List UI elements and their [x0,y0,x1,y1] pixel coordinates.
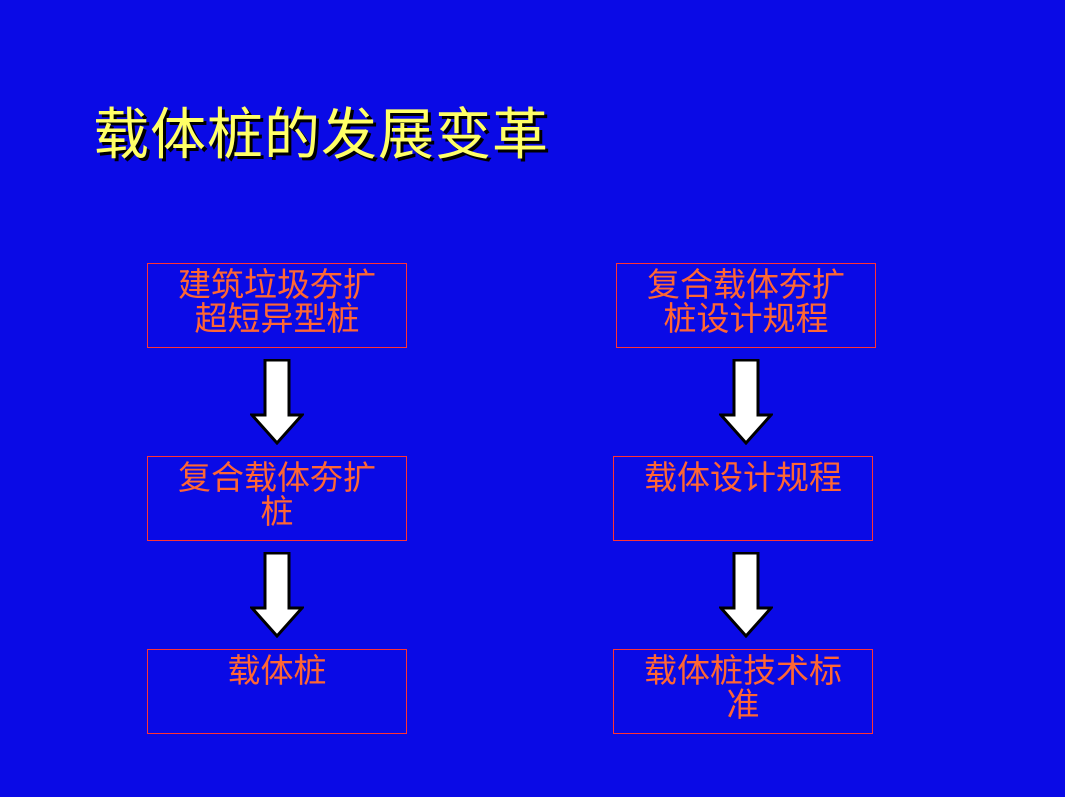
flow-right-box-1-line-1: 复合载体夯扩 [647,265,845,304]
flow-right-box-3-line-2: 准 [726,685,760,724]
slide-title: 载体桩的发展变革 [93,103,549,168]
flow-left-box-1-line-1: 建筑垃圾夯扩 [178,265,376,304]
down-arrow-icon [719,552,773,638]
flow-left-box-2-line-2: 桩 [260,492,294,531]
flow-left-box-1: 建筑垃圾夯扩 超短异型桩 [147,263,407,348]
flow-left-box-1-line-2: 超短异型桩 [194,299,360,338]
flow-right-box-2-line-1: 载体设计规程 [644,458,842,497]
flow-right-box-3-line-1: 载体桩技术标 [644,651,842,690]
flow-right-box-1-line-2: 桩设计规程 [663,299,829,338]
flow-left-box-3: 载体桩 [147,649,407,734]
down-arrow-icon [719,359,773,445]
flow-left-box-2: 复合载体夯扩 桩 [147,456,407,541]
flow-left-box-3-line-1: 载体桩 [227,651,327,690]
flow-right-box-1: 复合载体夯扩 桩设计规程 [616,263,876,348]
flow-right-box-2: 载体设计规程 [613,456,873,541]
down-arrow-icon [250,552,304,638]
flow-left-box-2-line-1: 复合载体夯扩 [178,458,376,497]
down-arrow-icon [250,359,304,445]
flow-right-box-3: 载体桩技术标 准 [613,649,873,734]
